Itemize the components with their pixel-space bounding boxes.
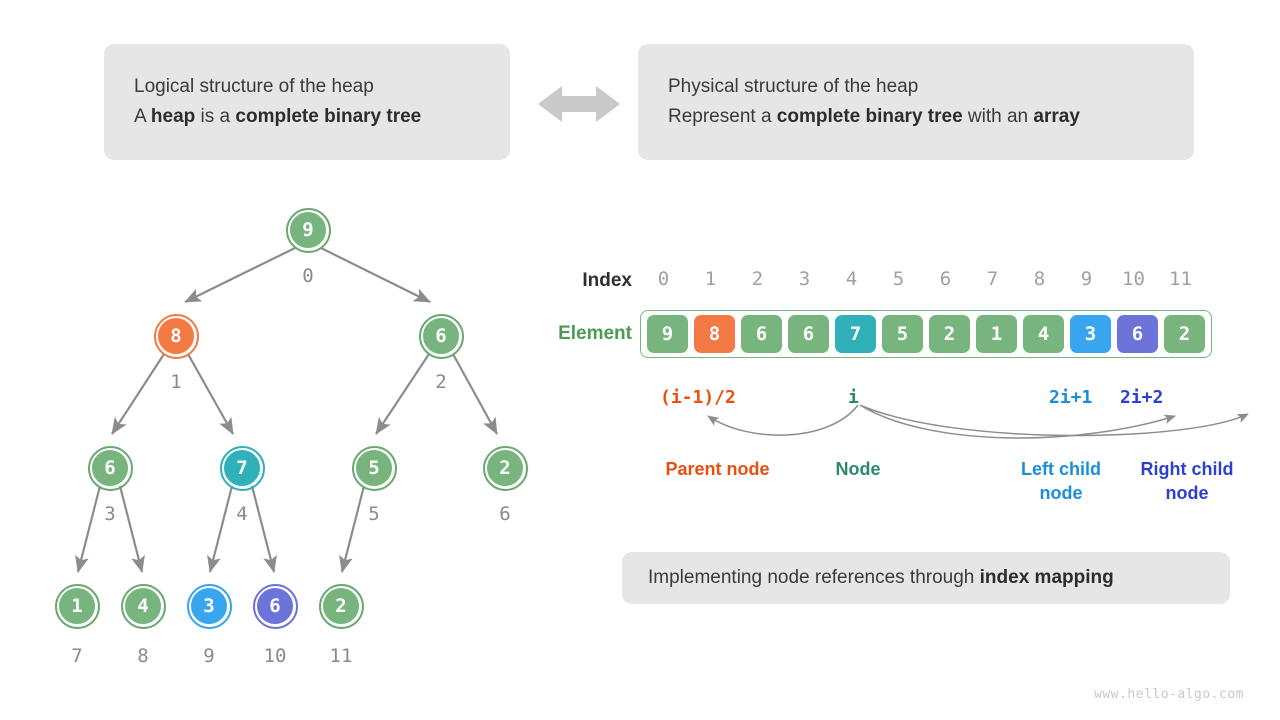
index-mapping-callout: Implementing node references through ind… [622, 552, 1230, 604]
mapping-caption: Implementing node references through ind… [648, 563, 1204, 593]
tree-node-value: 6 [104, 457, 116, 479]
array-index-7: 7 [986, 268, 999, 290]
tree-index-label-1: 1 [170, 371, 182, 393]
tree-index-label-11: 11 [329, 645, 353, 667]
array-index-5: 5 [892, 268, 905, 290]
array-cell-5: 5 [882, 315, 923, 353]
tree-node-value: 1 [71, 595, 83, 617]
mapping-arrows [707, 404, 1249, 439]
watermark: www.hello-algo.com [1094, 687, 1244, 702]
physical-line2-bold-array: array [1033, 106, 1080, 127]
logical-structure-callout: Logical structure of the heap A heap is … [104, 44, 510, 160]
logical-line2-pre: A [134, 106, 151, 127]
array-index-11: 11 [1169, 268, 1192, 290]
index-row: 0 1 2 3 4 5 6 7 8 9 10 11 [640, 268, 1204, 290]
formula-right-child-index: 2i+2 [1120, 387, 1164, 408]
array-index-6: 6 [939, 268, 952, 290]
physical-line2-pre: Represent a [668, 106, 777, 127]
array-cell-10: 6 [1117, 315, 1158, 353]
physical-line2-mid: with an [962, 106, 1034, 127]
tree-node-value: 6 [269, 595, 281, 617]
tree-index-label-4: 4 [236, 503, 248, 525]
tree-node-value: 3 [203, 595, 215, 617]
mapping-caption-bold: index mapping [979, 567, 1114, 588]
array-cell-4: 7 [835, 315, 876, 353]
mapping-caption-pre: Implementing node references through [648, 567, 980, 588]
array-index-3: 3 [798, 268, 811, 290]
tree-node-10: 6 [252, 583, 298, 629]
tree-index-label-10: 10 [263, 645, 287, 667]
tree-index-label-9: 9 [203, 645, 215, 667]
tree-index-label-3: 3 [104, 503, 116, 525]
physical-line-2: Represent a complete binary tree with an… [668, 102, 1164, 132]
array-index-8: 8 [1033, 268, 1046, 290]
array-index-10: 10 [1122, 268, 1145, 290]
logical-line2-mid: is a [195, 106, 236, 127]
tree-index-label-7: 7 [71, 645, 83, 667]
tree-edges [75, 247, 498, 573]
array-index-2: 2 [751, 268, 764, 290]
tree-node-0: 9 [285, 207, 331, 253]
array-cell-11: 2 [1164, 315, 1205, 353]
array-cell-0: 9 [647, 315, 688, 353]
tree-index-label-5: 5 [368, 503, 380, 525]
tree-node-7: 1 [54, 583, 100, 629]
array-index-9: 9 [1080, 268, 1093, 290]
tree-node-6: 2 [482, 445, 528, 491]
tree-node-value: 2 [499, 457, 511, 479]
tree-node-4: 7 [219, 445, 265, 491]
tree-index-label-2: 2 [435, 371, 447, 393]
tree-node-9: 3 [186, 583, 232, 629]
legend-left-child-node: Left child node [1021, 459, 1101, 503]
legend-right-child-node: Right child node [1140, 459, 1234, 503]
logical-line2-bold-cbt: complete binary tree [235, 106, 422, 127]
array-cell-8: 4 [1023, 315, 1064, 353]
tree-node-value: 8 [170, 325, 182, 347]
array-cell-3: 6 [788, 315, 829, 353]
array-cell-2: 6 [741, 315, 782, 353]
element-row-label: Element [558, 323, 632, 344]
array-cell-6: 2 [929, 315, 970, 353]
tree-index-label-0: 0 [302, 265, 314, 287]
double-arrow-icon [538, 84, 620, 124]
logical-line2-bold-heap: heap [150, 106, 196, 127]
formula-left-child-index: 2i+1 [1049, 387, 1093, 408]
array-index-1: 1 [704, 268, 717, 290]
tree-node-2: 6 [418, 313, 464, 359]
legend-parent-node: Parent node [665, 459, 770, 479]
formula-node-index: i [848, 387, 859, 408]
tree-node-value: 5 [368, 457, 380, 479]
index-row-label: Index [582, 270, 632, 291]
tree-node-value: 6 [435, 325, 447, 347]
array-index-0: 0 [657, 268, 670, 290]
tree-node-3: 6 [87, 445, 133, 491]
tree-index-label-6: 6 [499, 503, 511, 525]
tree-node-8: 4 [120, 583, 166, 629]
physical-structure-callout: Physical structure of the heap Represent… [638, 44, 1194, 160]
tree-node-value: 9 [302, 219, 314, 241]
tree-node-value: 4 [137, 595, 149, 617]
formula-parent-index: (i-1)/2 [660, 387, 736, 408]
tree-node-5: 5 [351, 445, 397, 491]
physical-line-1: Physical structure of the heap [668, 76, 919, 97]
tree-index-label-8: 8 [137, 645, 149, 667]
tree-node-1: 8 [153, 313, 199, 359]
array-cell-1: 8 [694, 315, 735, 353]
array-cell-7: 1 [976, 315, 1017, 353]
tree-node-value: 2 [335, 595, 347, 617]
legend-node: Node [835, 459, 881, 479]
array-index-4: 4 [845, 268, 858, 290]
array-cell-9: 3 [1070, 315, 1111, 353]
logical-line-1: Logical structure of the heap [134, 76, 374, 97]
tree-node-11: 2 [318, 583, 364, 629]
tree-node-value: 7 [236, 457, 248, 479]
physical-line2-bold-cbt: complete binary tree [776, 106, 963, 127]
logical-line-2: A heap is a complete binary tree [134, 102, 480, 132]
